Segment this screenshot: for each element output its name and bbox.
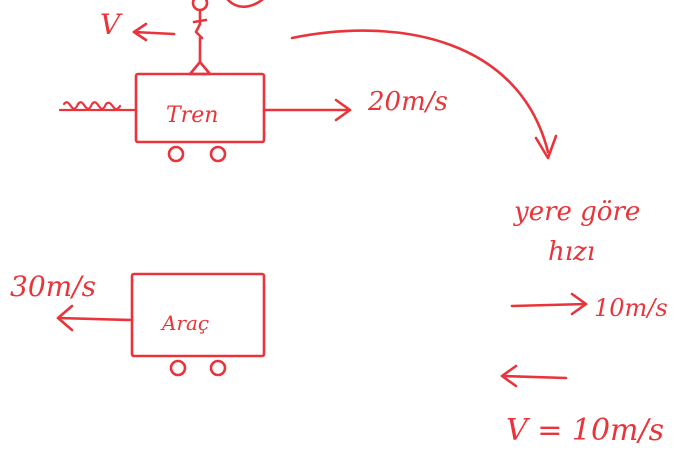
result-v-label: V = 10m/s	[506, 413, 664, 448]
train-box	[134, 72, 266, 163]
result-right-arrow	[510, 292, 588, 316]
person-velocity-label: V	[100, 8, 123, 41]
car-speed-label: 30m/s	[10, 270, 96, 303]
scribble-mark	[58, 101, 138, 112]
car-velocity-arrow	[56, 304, 134, 332]
train-velocity-arrow	[262, 98, 352, 122]
person-figure	[188, 0, 264, 76]
note-line-2: hızı	[548, 237, 595, 267]
result-left-arrow	[500, 364, 568, 388]
car-box	[130, 272, 266, 377]
train-label: Tren	[166, 103, 218, 128]
curved-arrow	[290, 29, 558, 160]
car-label: Araç	[160, 311, 209, 335]
person-velocity-arrow	[132, 22, 176, 42]
note-line-1: yere göre	[513, 197, 640, 227]
result-speed-label: 10m/s	[594, 294, 668, 322]
train-speed-label: 20m/s	[367, 87, 448, 117]
